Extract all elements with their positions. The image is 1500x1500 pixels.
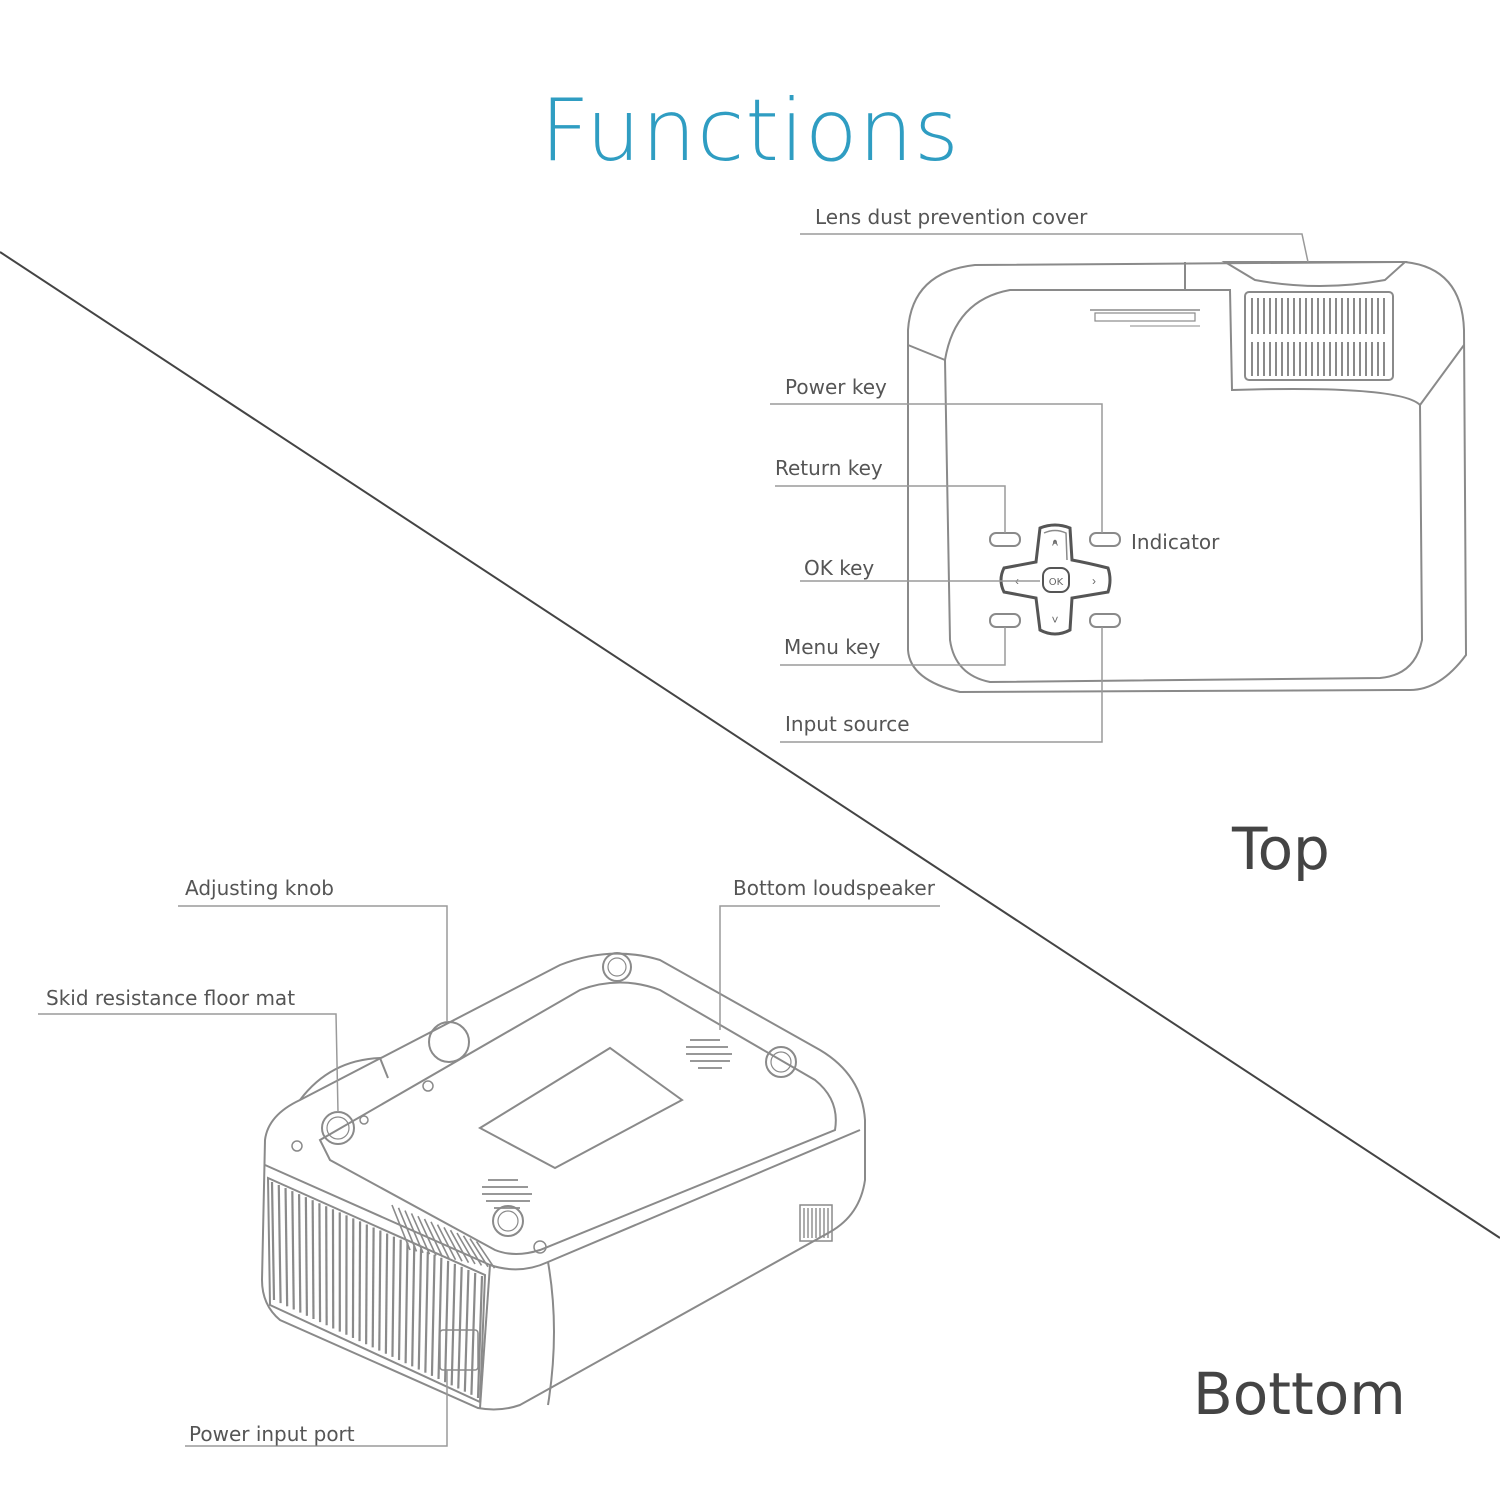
projector-bottom-view [260,952,866,1411]
vent-slat [404,1242,409,1364]
vent-slat [456,1232,476,1265]
label-input-source: Input source [785,712,910,736]
keypad: OK ˄ ˅ ‹ › [989,523,1121,636]
label-ok-key: OK key [804,556,875,580]
vent-slat [378,1230,382,1351]
vent-slat [411,1245,416,1367]
vent-slat [391,1204,411,1251]
vent-slat [424,1251,429,1373]
vent-slat [391,1236,396,1357]
label-lens-dust-cover: Lens dust prevention cover [815,205,1088,229]
right-chevron-icon: › [1092,574,1096,588]
vent-slat [475,1240,496,1269]
section-label-bottom: Bottom [1193,1360,1406,1428]
vent-slat [437,1257,443,1380]
vent-slat [397,1239,402,1361]
return-key[interactable] [989,532,1021,547]
label-bottom-loudspeaker: Bottom loudspeaker [733,876,935,900]
vent-slat [423,1218,444,1258]
speaker-grille-2 [482,1179,532,1209]
vent-slat [284,1188,289,1307]
vent-slat [470,1272,477,1395]
input-source-key[interactable] [1089,613,1121,628]
vent-slat [270,1181,276,1301]
section-label-top: Top [1232,815,1330,883]
vent-slat [450,1263,457,1386]
label-adjusting-knob: Adjusting knob [185,876,334,900]
vent-slat [365,1224,368,1345]
ok-key[interactable] [1042,567,1070,593]
speaker-grille-1 [686,1039,732,1069]
vent-slat [417,1248,423,1370]
up-chevron-icon: ˄ [1051,536,1058,550]
down-chevron-icon: ˅ [1051,613,1058,627]
projector-top-view: OK ˄ ˅ ‹ › [907,260,1468,694]
vent-slat [384,1233,389,1354]
power-key[interactable] [1089,532,1121,547]
vent-slat [304,1197,309,1316]
vent-slat [277,1185,282,1304]
vent-slat [404,1210,424,1254]
label-indicator: Indicator [1131,530,1220,554]
vent-slat [457,1266,463,1389]
label-skid-mat: Skid resistance floor mat [46,986,296,1010]
vent-slat [443,1260,450,1383]
adjusting-knob [428,1021,470,1063]
vent-slat [371,1227,375,1348]
vent-slat [443,1227,463,1262]
label-power-key: Power key [785,375,887,399]
vent-slat [291,1191,295,1310]
diagonal-divider [0,251,1500,1239]
vent-slat [430,1221,450,1259]
keypad-ok-label: OK [1049,577,1064,588]
vent-slat [469,1238,489,1268]
vent-slat [297,1194,302,1313]
page-title: Functions [540,81,960,181]
menu-key[interactable] [989,613,1021,628]
vent-slat [318,1203,322,1323]
label-return-key: Return key [775,456,883,480]
vent-slat [476,1275,484,1399]
vent-slat [311,1200,315,1319]
vent-slat [430,1254,436,1376]
up-arrow-icon [1053,540,1057,544]
label-menu-key: Menu key [784,635,881,659]
label-power-input-port: Power input port [189,1422,355,1446]
top-vent-grille [1244,291,1394,381]
vent-slat [463,1269,470,1392]
vent-slat [417,1215,437,1256]
vent-slat [410,1213,431,1255]
bottom-leader-lines [38,905,940,1447]
power-input-port [439,1329,479,1371]
vent-slat [397,1207,418,1252]
vent-slat [436,1224,457,1261]
vent-slat [462,1235,483,1266]
vent-slat [449,1229,470,1263]
vent-slat [358,1221,362,1342]
top-leader-lines [770,233,1309,743]
